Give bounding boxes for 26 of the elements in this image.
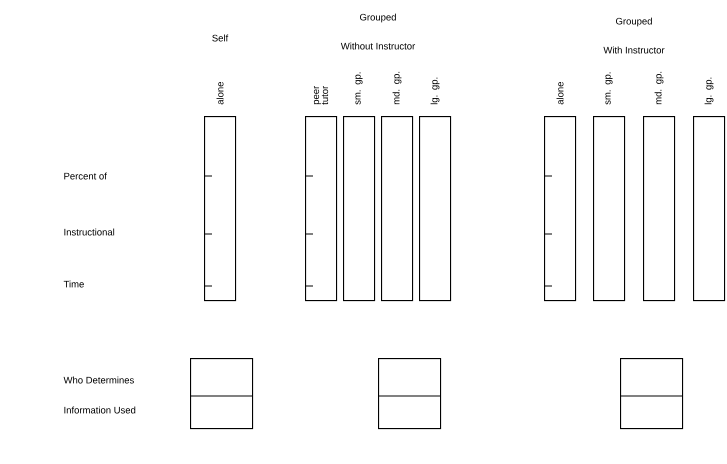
column-heading: With Instructor	[603, 46, 664, 54]
empty-bar	[419, 116, 452, 302]
row-label: Percent of	[64, 172, 107, 180]
empty-bar	[381, 116, 414, 302]
row-label: Time	[64, 280, 84, 288]
row-label: Who Determines	[64, 376, 134, 384]
empty-box	[190, 358, 254, 430]
column-label: sm. gp.	[355, 72, 363, 105]
empty-bar	[544, 116, 576, 302]
column-heading: Self	[212, 34, 228, 42]
empty-bar	[343, 116, 376, 302]
empty-bar	[304, 116, 338, 302]
column-heading: Without Instructor	[340, 42, 416, 50]
row-label: Information Used	[64, 406, 136, 414]
empty-bar	[643, 116, 676, 302]
empty-bar	[204, 116, 236, 302]
column-label: peer tutor	[314, 86, 328, 105]
row-label: Instructional	[64, 228, 114, 236]
column-label: md. gp.	[392, 72, 402, 104]
empty-box	[620, 358, 684, 430]
empty-bar	[593, 116, 626, 302]
empty-box	[378, 358, 442, 430]
column-heading: Grouped	[360, 14, 396, 22]
empty-bar	[693, 116, 726, 302]
column-label: lg. gp.	[430, 78, 440, 104]
column-heading: Grouped	[616, 18, 652, 26]
